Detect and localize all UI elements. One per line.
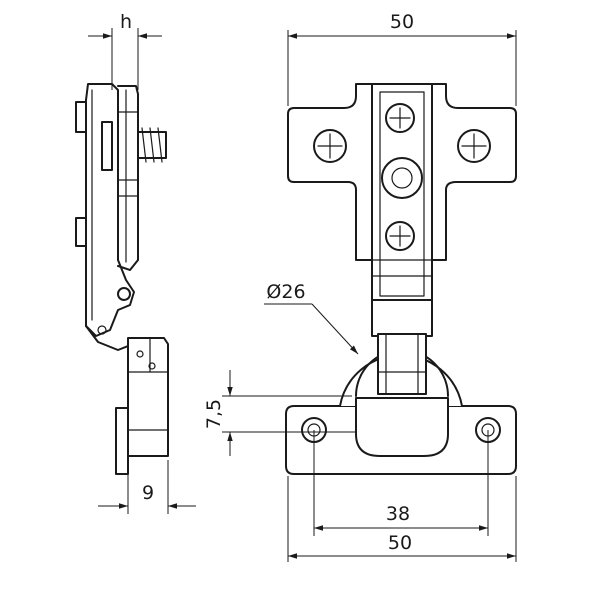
dimension-cup-diameter-label: Ø26 [266,281,305,303]
hinge-side-view [75,83,169,475]
dimension-plate-width-bottom-label: 50 [388,532,412,554]
hinge-front-view [285,83,517,475]
dimension-cup-diameter: Ø26 [264,281,359,355]
dimension-plate-width-bottom: 50 [287,476,517,562]
dimension-h: h [88,11,162,90]
dimension-mount-hole-spacing: 38 [313,430,489,536]
dimension-overall-width-top: 50 [287,11,517,106]
dimension-mount-hole-spacing-label: 38 [386,503,410,525]
dimension-cup-offset: 7,5 [203,370,356,456]
dimension-cup-depth: 9 [98,460,196,514]
dimension-cup-offset-label: 7,5 [203,399,225,429]
dimension-cup-depth-label: 9 [142,482,154,504]
dimension-overall-width-top-label: 50 [390,11,414,33]
dimension-h-label: h [120,11,132,33]
